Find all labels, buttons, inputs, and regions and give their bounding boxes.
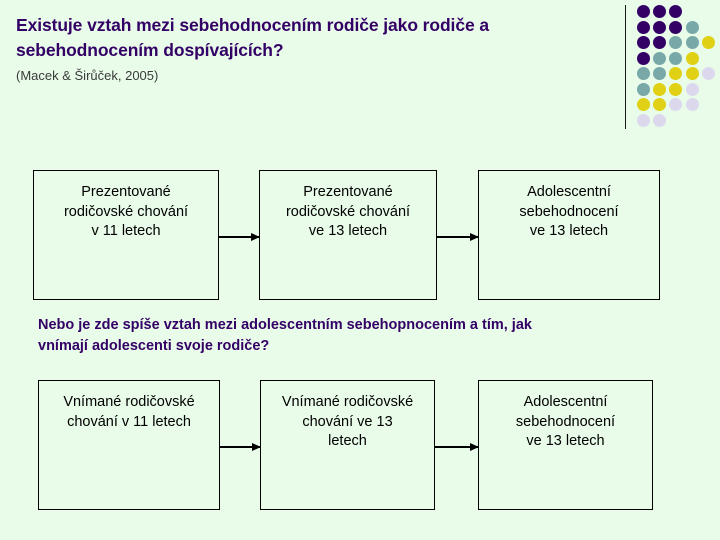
page-title-line-1: Existuje vztah mezi sebehodnocením rodič… <box>16 15 489 35</box>
flow-box-adolescent-selfesteem-13-top: Adolescentní sebehodnocení ve 13 letech <box>478 170 660 300</box>
decorative-dot-grid <box>637 5 720 130</box>
flow-box-presented-parenting-11: Prezentované rodičovské chování v 11 let… <box>33 170 219 300</box>
flow-box-line: ve 13 letech <box>526 433 605 450</box>
decorative-dot <box>653 98 667 111</box>
flow-box-adolescent-selfesteem-13-bottom: Adolescentní sebehodnocení ve 13 letech <box>478 380 653 510</box>
decorative-dot <box>669 20 683 34</box>
decorative-dot <box>701 36 715 49</box>
middle-question-text: Nebo je zde spíše vztah mezi adolescentn… <box>38 315 648 356</box>
decorative-dot <box>653 113 667 127</box>
decorative-dot <box>637 36 650 49</box>
decorative-dot <box>653 67 667 80</box>
decorative-dot <box>637 113 650 127</box>
flow-box-line: Prezentované <box>303 184 393 200</box>
middle-question-line-2: vnímají adolescenti svoje rodiče? <box>38 337 270 354</box>
decorative-dot <box>685 20 699 34</box>
arrow-head <box>251 233 260 241</box>
decorative-dot <box>637 67 650 80</box>
decorative-dot <box>685 51 699 65</box>
page-title-line-2: sebehodnocením dospívajících? <box>16 39 284 60</box>
decorative-dot <box>701 67 715 80</box>
decorative-dot <box>669 67 683 80</box>
decorative-dot <box>685 82 699 96</box>
arrow-shaft <box>437 236 478 238</box>
decorative-dot <box>653 36 667 49</box>
decorative-dot <box>669 36 683 49</box>
decorative-dot <box>637 51 650 65</box>
decorative-dot <box>637 5 650 18</box>
decorative-dot <box>685 98 699 111</box>
decorative-dot <box>637 82 650 96</box>
arrow-right-icon <box>219 233 260 242</box>
flow-box-line: sebehodnocení <box>515 413 616 430</box>
flowchart-row-bottom: Vnímané rodičovské chování v 11 letech V… <box>0 380 720 515</box>
flow-box-perceived-parenting-13: Vnímané rodičovské chování ve 13 letech <box>260 380 435 510</box>
vertical-divider <box>625 5 626 129</box>
flow-box-line: ve 13 letech <box>529 223 609 240</box>
arrow-right-icon <box>437 233 479 242</box>
decorative-dot <box>685 36 699 49</box>
flow-box-line: chování ve 13 <box>302 413 393 430</box>
arrow-right-icon <box>435 443 479 452</box>
flow-box-line: Prezentované <box>81 184 171 200</box>
flow-box-line: v 11 letech <box>91 223 161 240</box>
flow-box-line: Adolescentní <box>523 394 608 410</box>
decorative-dot <box>669 51 683 65</box>
flow-box-line: Adolescentní <box>527 184 611 200</box>
arrow-shaft <box>219 236 259 238</box>
flow-box-line: chování v 11 letech <box>67 413 191 430</box>
arrow-shaft <box>435 446 478 448</box>
decorative-dot <box>653 82 667 96</box>
flow-box-line: rodičovské chování <box>63 203 189 220</box>
arrow-shaft <box>220 446 260 448</box>
flow-box-line: Vnímané rodičovské <box>281 394 414 410</box>
page-title: Existuje vztah mezi sebehodnocením rodič… <box>16 13 616 62</box>
decorative-dot <box>653 51 667 65</box>
arrow-head <box>252 443 261 451</box>
decorative-dot <box>637 20 650 34</box>
flow-box-line: letech <box>328 433 367 450</box>
flow-box-perceived-parenting-11: Vnímané rodičovské chování v 11 letech <box>38 380 220 510</box>
decorative-dot <box>653 5 667 18</box>
flow-box-line: sebehodnocení <box>519 203 619 220</box>
flow-box-line: rodičovské chování <box>285 203 411 220</box>
decorative-dot <box>685 67 699 80</box>
decorative-dot <box>637 98 650 111</box>
citation-text: (Macek & Širůček, 2005) <box>16 68 159 83</box>
arrow-right-icon <box>220 443 261 452</box>
decorative-dot <box>669 5 683 18</box>
flowchart-row-top: Prezentované rodičovské chování v 11 let… <box>0 170 720 305</box>
flow-box-line: ve 13 letech <box>308 223 388 240</box>
flow-box-line: Vnímané rodičovské <box>63 394 195 410</box>
decorative-dot <box>669 98 683 111</box>
decorative-dot <box>653 20 667 34</box>
decorative-dot <box>669 82 683 96</box>
arrow-head <box>470 233 479 241</box>
arrow-head <box>470 443 479 451</box>
middle-question-line-1: Nebo je zde spíše vztah mezi adolescentn… <box>38 317 532 333</box>
flow-box-presented-parenting-13: Prezentované rodičovské chování ve 13 le… <box>259 170 437 300</box>
